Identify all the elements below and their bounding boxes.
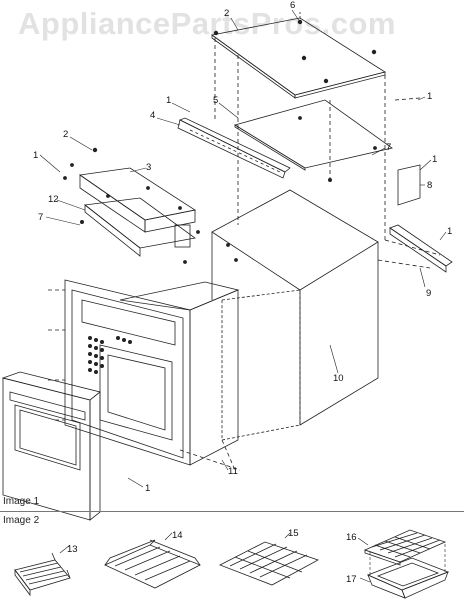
callout-1-rail-right: 1 — [447, 226, 452, 237]
callout-6: 6 — [290, 0, 295, 11]
callout-8: 8 — [427, 180, 432, 191]
section-label-image1: Image 1 — [3, 496, 40, 507]
callout-1-side: 1 — [432, 154, 437, 165]
left-bracket-lower — [83, 197, 196, 257]
watermark-text: AppliancePartsPros.com — [18, 6, 396, 41]
callout-7-right: 7 — [386, 142, 391, 153]
callout-7-left: 7 — [38, 212, 43, 223]
callout-2: 2 — [224, 8, 229, 19]
alignment-lines-top — [214, 38, 421, 240]
oven-front-frame — [64, 279, 240, 466]
callout-1-top: 1 — [427, 91, 432, 102]
bracket-screws — [63, 147, 238, 264]
section-divider — [0, 511, 464, 512]
front-alignment — [48, 289, 65, 421]
callout-15: 15 — [288, 528, 299, 539]
accessory-15-rack — [219, 541, 319, 586]
callout-16: 16 — [346, 532, 357, 543]
callout-3: 3 — [146, 162, 151, 173]
shield-screws — [298, 116, 377, 182]
left-bracket-upper — [78, 167, 197, 233]
accessory-17-broiler-pan — [366, 557, 450, 599]
callout-11: 11 — [228, 466, 238, 477]
accessory-13-rack — [14, 552, 71, 597]
leader-lines — [39, 9, 447, 488]
heat-shield — [234, 99, 393, 171]
side-rail — [389, 224, 453, 273]
side-bracket-small — [397, 164, 421, 206]
accessory-16-broiler-grid — [363, 529, 447, 566]
callout-12: 12 — [48, 194, 59, 205]
callout-10: 10 — [333, 373, 344, 384]
alignment-lines-mid — [179, 239, 441, 471]
rear-rail — [177, 117, 291, 179]
callout-4: 4 — [150, 110, 155, 121]
control-buttons — [88, 335, 132, 374]
callout-2-bracket: 2 — [63, 129, 68, 140]
callout-5: 5 — [213, 95, 218, 106]
callout-14: 14 — [172, 530, 183, 541]
callout-9: 9 — [426, 288, 431, 299]
oven-door — [1, 371, 101, 521]
callout-1-rail: 1 — [166, 95, 171, 106]
oven-cabinet — [211, 189, 379, 441]
section-label-image2: Image 2 — [3, 515, 40, 526]
callout-17: 17 — [346, 574, 357, 585]
callout-13: 13 — [67, 544, 78, 555]
accessory-14-shelf — [104, 539, 201, 589]
callout-1-left: 1 — [33, 150, 38, 161]
callout-1-bottom: 1 — [145, 483, 150, 494]
pan-alignment — [369, 544, 446, 575]
